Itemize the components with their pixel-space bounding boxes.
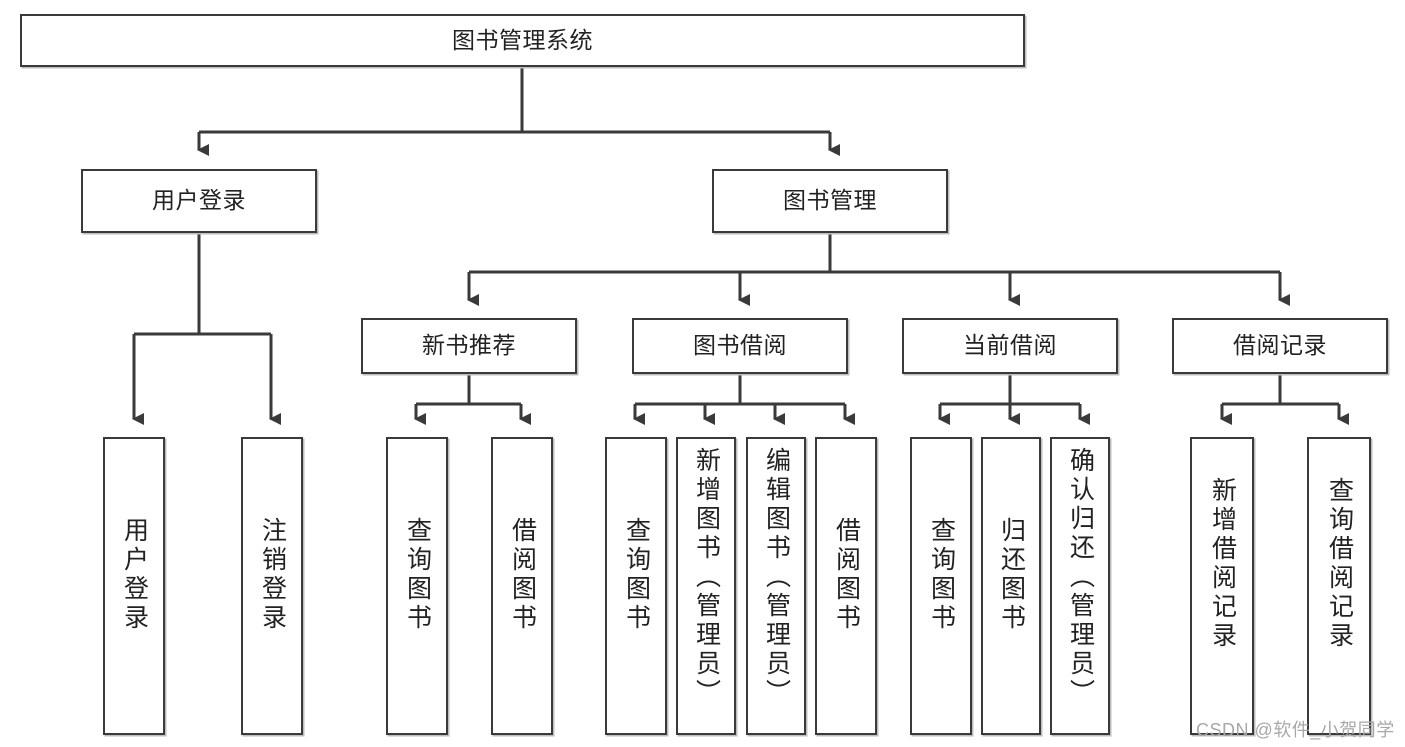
node-label: 新增图书（管理员） xyxy=(692,447,721,708)
node-label: 查询借阅记录 xyxy=(1325,477,1354,651)
node-current-borrow[interactable]: 当前借阅 xyxy=(902,318,1118,374)
node-label: 借阅图书 xyxy=(508,517,537,633)
node-leaf-query-book-1[interactable]: 查询图书 xyxy=(386,437,448,735)
node-root-book-management-system[interactable]: 图书管理系统 xyxy=(20,14,1025,67)
node-label: 图书管理 xyxy=(783,187,877,214)
node-leaf-query-book-3[interactable]: 查询图书 xyxy=(910,437,972,735)
node-book-management[interactable]: 图书管理 xyxy=(712,169,948,233)
node-leaf-confirm-return[interactable]: 确认归还（管理员） xyxy=(1050,437,1110,735)
node-label: 归还图书 xyxy=(997,517,1026,633)
node-label: 查询图书 xyxy=(403,517,432,633)
node-leaf-query-record[interactable]: 查询借阅记录 xyxy=(1307,437,1371,735)
node-label: 新书推荐 xyxy=(422,332,516,359)
node-label: 借阅图书 xyxy=(832,517,861,633)
node-leaf-borrow-book-1[interactable]: 借阅图书 xyxy=(491,437,553,735)
node-label: 图书借阅 xyxy=(693,332,787,359)
node-label: 图书管理系统 xyxy=(452,26,593,53)
node-leaf-add-record[interactable]: 新增借阅记录 xyxy=(1190,437,1254,735)
node-label: 当前借阅 xyxy=(963,332,1057,359)
node-leaf-borrow-book-2[interactable]: 借阅图书 xyxy=(815,437,877,735)
watermark-text: CSDN @软件_小贺同学 xyxy=(1196,720,1395,740)
node-user-login[interactable]: 用户登录 xyxy=(81,169,317,233)
node-new-book-recommend[interactable]: 新书推荐 xyxy=(361,318,577,374)
node-leaf-add-book[interactable]: 新增图书（管理员） xyxy=(676,437,736,735)
node-leaf-query-book-2[interactable]: 查询图书 xyxy=(605,437,667,735)
node-label: 确认归还（管理员） xyxy=(1066,447,1095,708)
node-label: 注销登录 xyxy=(258,517,287,633)
node-leaf-logout-login[interactable]: 注销登录 xyxy=(241,437,303,735)
node-label: 查询图书 xyxy=(927,517,956,633)
node-label: 查询图书 xyxy=(622,517,651,633)
node-leaf-user-login[interactable]: 用户登录 xyxy=(103,437,165,735)
node-leaf-edit-book[interactable]: 编辑图书（管理员） xyxy=(746,437,806,735)
node-borrow-record[interactable]: 借阅记录 xyxy=(1172,318,1388,374)
node-label: 新增借阅记录 xyxy=(1208,477,1237,651)
node-label: 借阅记录 xyxy=(1233,332,1327,359)
node-label: 用户登录 xyxy=(152,187,246,214)
node-label: 用户登录 xyxy=(120,517,149,633)
node-book-borrow[interactable]: 图书借阅 xyxy=(632,318,848,374)
node-leaf-return-book[interactable]: 归还图书 xyxy=(981,437,1041,735)
node-label: 编辑图书（管理员） xyxy=(762,447,791,708)
